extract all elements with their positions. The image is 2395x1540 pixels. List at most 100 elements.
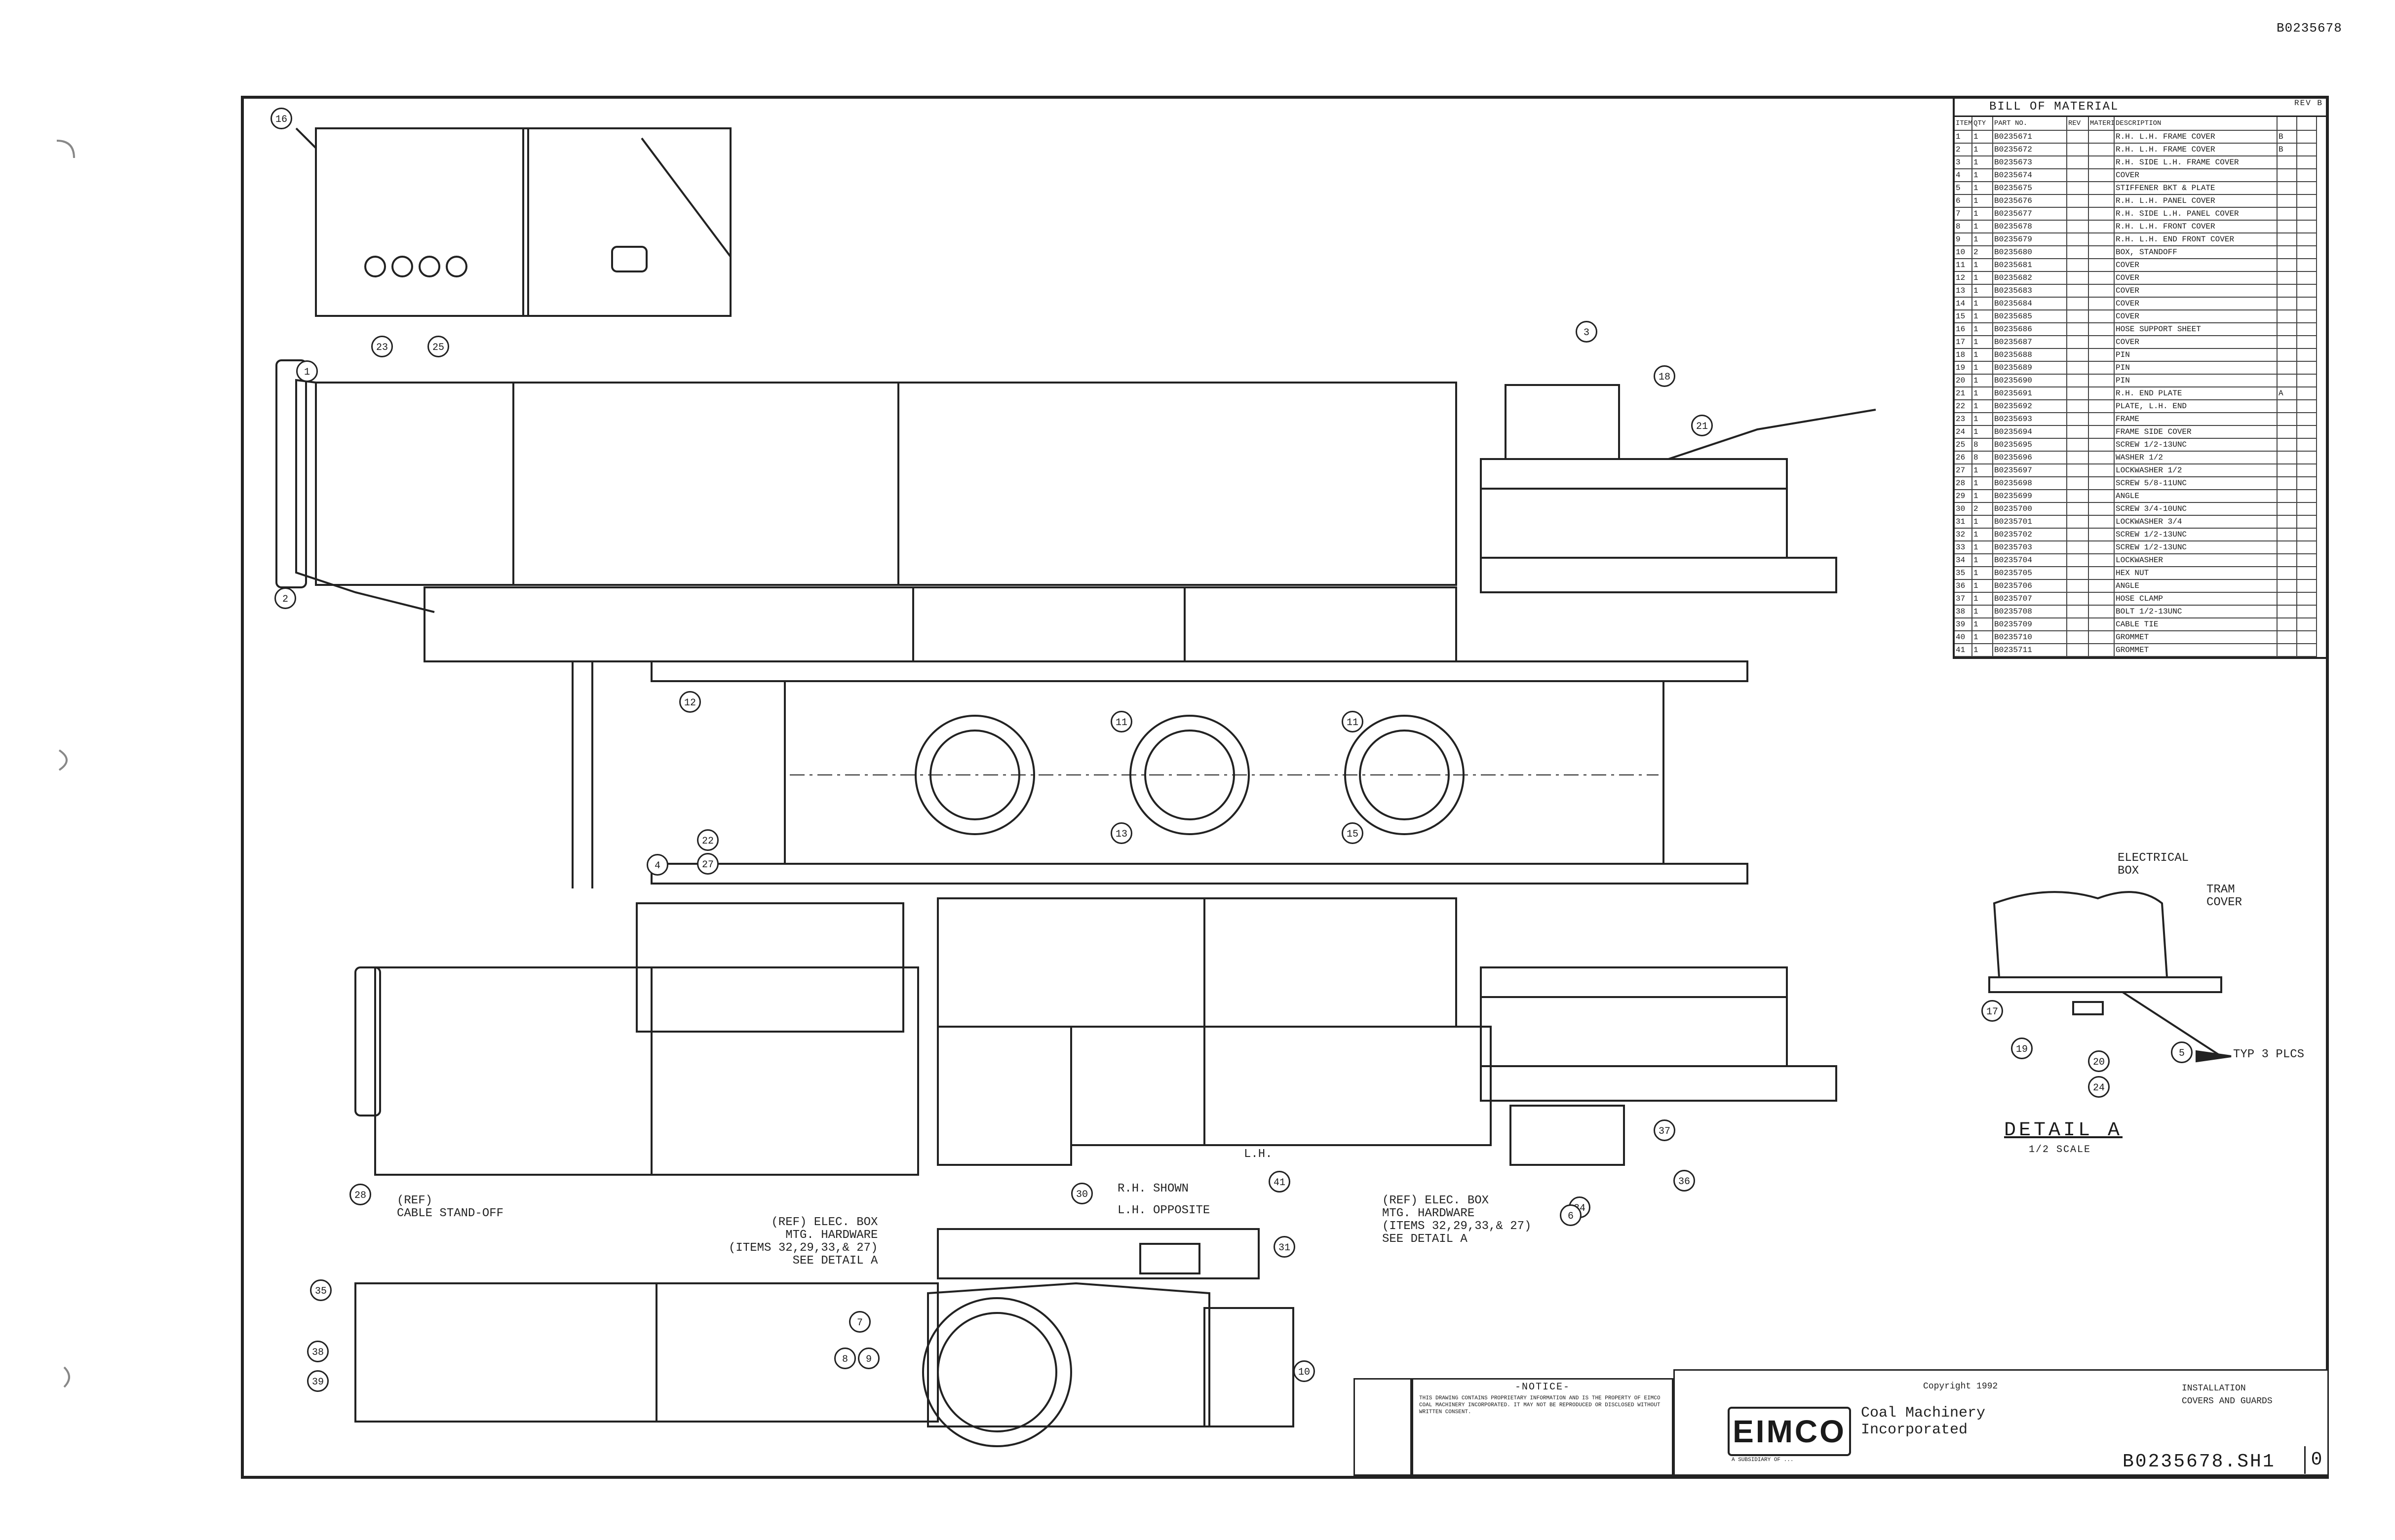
bom-cell xyxy=(2297,464,2317,477)
bom-cell xyxy=(2089,426,2115,439)
bom-cell xyxy=(2089,541,2115,554)
bom-cell xyxy=(2089,516,2115,529)
bom-cell: 1 xyxy=(1972,529,1993,541)
bom-cell: 3 xyxy=(1955,156,1972,169)
callout-bubble: 39 xyxy=(307,1370,329,1392)
bom-cell xyxy=(2297,554,2317,567)
bom-cell xyxy=(2067,490,2089,503)
bom-cell xyxy=(2297,593,2317,606)
bom-cell: 1 xyxy=(1972,362,1993,375)
bom-cell: 1 xyxy=(1972,323,1993,336)
bom-cell xyxy=(2297,387,2317,400)
bom-cell xyxy=(2278,272,2297,285)
bom-cell xyxy=(2278,503,2297,516)
callout-bubble: 16 xyxy=(270,108,292,129)
bom-cell xyxy=(2089,554,2115,567)
bom-cell xyxy=(2089,439,2115,452)
copyright-notice: Copyright 1992 xyxy=(1923,1382,1998,1391)
bom-cell: B0235694 xyxy=(1993,426,2067,439)
bom-cell xyxy=(2067,644,2089,657)
bom-cell xyxy=(2278,259,2297,272)
bom-cell: SCREW 5/8-11UNC xyxy=(2115,477,2278,490)
bom-cell: B0235688 xyxy=(1993,349,2067,362)
bom-cell xyxy=(2297,375,2317,387)
callout-bubble: 13 xyxy=(1111,822,1132,844)
bom-cell: 13 xyxy=(1955,285,1972,298)
callout-bubble: 22 xyxy=(697,829,719,851)
bom-cell: COVER xyxy=(2115,272,2278,285)
bom-column-header xyxy=(2297,117,2317,131)
bom-cell xyxy=(2278,298,2297,310)
callout-bubble: 31 xyxy=(1274,1236,1295,1258)
drawing-border xyxy=(241,96,2329,1479)
callout-bubble: 8 xyxy=(834,1348,856,1369)
bom-cell xyxy=(2089,259,2115,272)
lh-opposite-note: L.H. OPPOSITE xyxy=(1118,1204,1210,1217)
bom-cell xyxy=(2297,285,2317,298)
callout-bubble: 28 xyxy=(349,1184,371,1205)
bom-cell xyxy=(2278,606,2297,618)
bom-cell: 25 xyxy=(1955,439,1972,452)
bom-cell: 8 xyxy=(1972,452,1993,464)
bom-cell xyxy=(2067,272,2089,285)
callout-bubble: 30 xyxy=(1071,1183,1093,1204)
bom-cell: 1 xyxy=(1972,477,1993,490)
bom-cell: R.H. SIDE L.H. PANEL COVER xyxy=(2115,208,2278,221)
bom-cell xyxy=(2297,182,2317,195)
bom-cell: SCREW 1/2-13UNC xyxy=(2115,529,2278,541)
bom-cell: 7 xyxy=(1955,208,1972,221)
bom-cell xyxy=(2297,144,2317,156)
bom-cell xyxy=(2089,285,2115,298)
bom-cell xyxy=(2278,156,2297,169)
bom-cell xyxy=(2067,452,2089,464)
bom-cell xyxy=(2067,298,2089,310)
bom-cell: 11 xyxy=(1955,259,1972,272)
bom-cell: 2 xyxy=(1955,144,1972,156)
callout-bubble: 20 xyxy=(2088,1050,2110,1072)
bom-cell xyxy=(2089,131,2115,144)
bom-cell: ANGLE xyxy=(2115,490,2278,503)
bom-cell: 32 xyxy=(1955,529,1972,541)
bom-cell xyxy=(2067,580,2089,593)
bom-cell: 26 xyxy=(1955,452,1972,464)
bom-cell xyxy=(2089,375,2115,387)
bom-cell: HOSE SUPPORT SHEET xyxy=(2115,323,2278,336)
notice-text: THIS DRAWING CONTAINS PROPRIETARY INFORM… xyxy=(1419,1395,1661,1415)
bom-cell: 1 xyxy=(1972,310,1993,323)
callout-bubble: 35 xyxy=(310,1279,332,1301)
bom-cell: COVER xyxy=(2115,298,2278,310)
bom-cell: B0235706 xyxy=(1993,580,2067,593)
callout-bubble: 23 xyxy=(371,336,393,357)
bom-cell xyxy=(2297,221,2317,233)
bom-column-header: ITEM xyxy=(1955,117,1972,131)
bom-cell: B0235693 xyxy=(1993,413,2067,426)
bom-cell xyxy=(2089,323,2115,336)
bom-cell: B0235708 xyxy=(1993,606,2067,618)
bom-cell: B0235677 xyxy=(1993,208,2067,221)
bom-cell xyxy=(2067,477,2089,490)
bom-cell: COVER xyxy=(2115,169,2278,182)
bom-cell: HOSE CLAMP xyxy=(2115,593,2278,606)
bom-column-header: REV xyxy=(2067,117,2089,131)
bom-cell xyxy=(2278,567,2297,580)
bom-cell: 1 xyxy=(1972,272,1993,285)
bom-cell xyxy=(2297,195,2317,208)
bom-cell xyxy=(2089,208,2115,221)
bom-cell: 2 xyxy=(1972,503,1993,516)
typ-3-plcs-label: TYP 3 PLCS xyxy=(2233,1048,2305,1061)
bom-cell: 1 xyxy=(1972,336,1993,349)
bom-cell: B0235689 xyxy=(1993,362,2067,375)
bom-cell xyxy=(2278,631,2297,644)
bom-cell: WASHER 1/2 xyxy=(2115,452,2278,464)
bom-cell xyxy=(2297,362,2317,375)
bom-cell xyxy=(2297,323,2317,336)
bom-cell xyxy=(2297,567,2317,580)
callout-bubble: 7 xyxy=(849,1311,871,1333)
bom-cell: 1 xyxy=(1972,182,1993,195)
